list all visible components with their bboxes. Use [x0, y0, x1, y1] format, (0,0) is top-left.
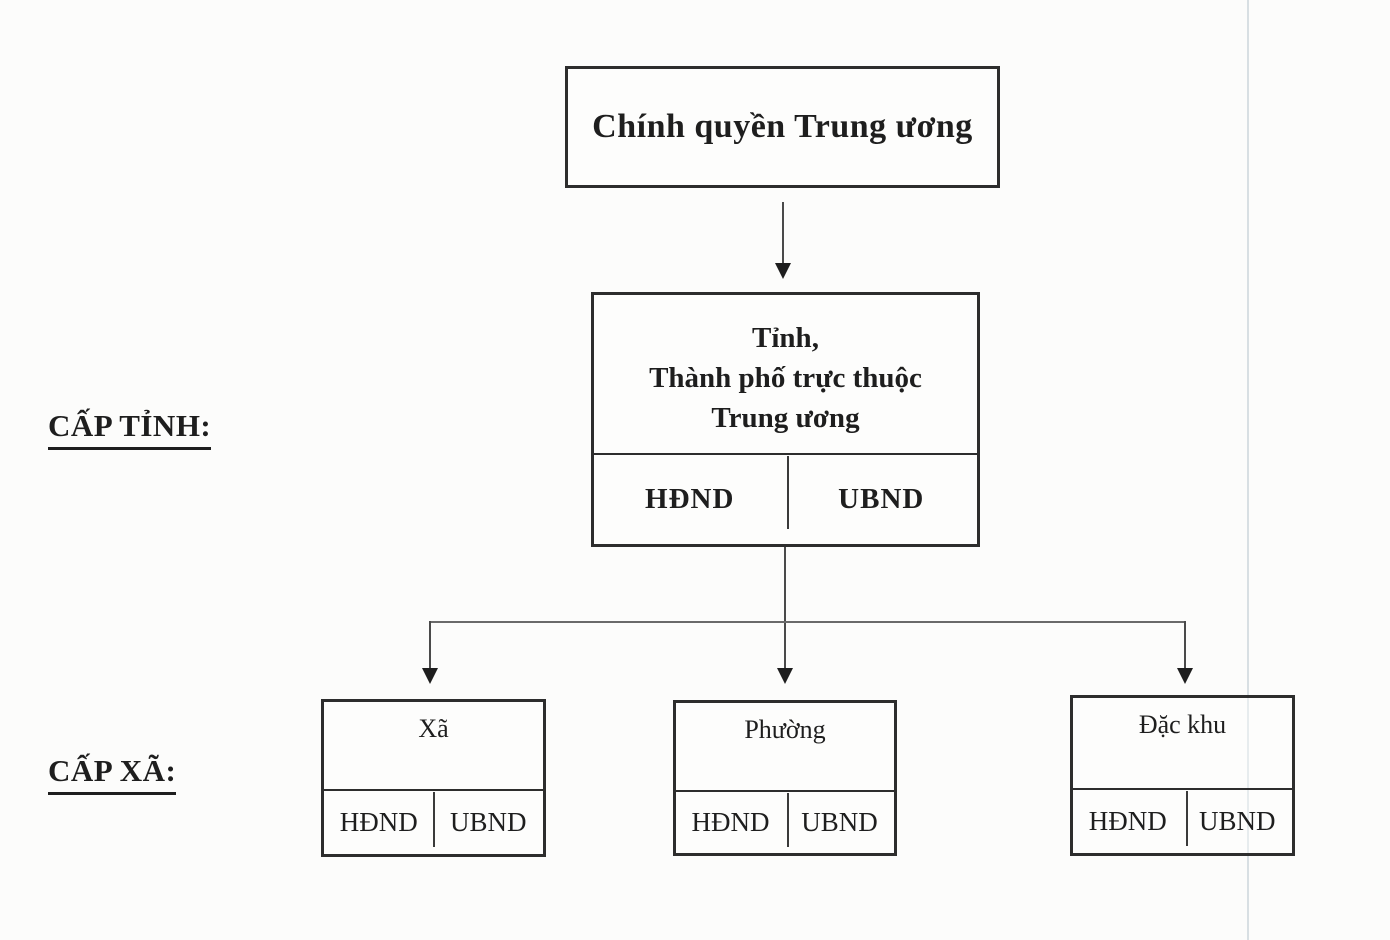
- commune-ubnd-cell: UBND: [449, 807, 527, 837]
- commune-box-cells: HĐND UBND: [1073, 790, 1292, 853]
- commune-cell-divider: [1186, 791, 1188, 846]
- commune-box-name: Đặc khu: [1138, 710, 1227, 739]
- commune-box-divider: [676, 790, 894, 792]
- province-ubnd-cell: UBND: [838, 483, 925, 515]
- commune-box-cells: HĐND UBND: [324, 791, 543, 854]
- province-name-line-2: Thành phố trực thuộc: [649, 362, 922, 394]
- commune-hdnd-cell: HĐND: [691, 807, 770, 837]
- connector-branch-horizontal: [429, 621, 1186, 623]
- commune-box-name: Phường: [744, 715, 826, 744]
- arrowhead-down-icon: [1177, 668, 1193, 684]
- province-box-divider: [594, 453, 977, 455]
- commune-box-cells: HĐND UBND: [676, 792, 894, 853]
- province-level-label: CẤP TỈNH:: [48, 408, 212, 450]
- province-box: Tỉnh, Thành phố trực thuộc Trung ương HĐ…: [591, 292, 980, 547]
- commune-hdnd-cell: HĐND: [339, 807, 418, 837]
- scan-artifact-line: [1247, 0, 1249, 940]
- commune-level-label-text: CẤP XÃ:: [48, 753, 177, 788]
- province-level-label-text: CẤP TỈNH:: [48, 408, 212, 443]
- province-name-line-1: Tỉnh,: [752, 322, 819, 354]
- province-name-line-3: Trung ương: [711, 402, 860, 434]
- commune-ubnd-cell: UBND: [801, 807, 878, 837]
- commune-box-phuong: Phường HĐND UBND: [673, 700, 897, 856]
- arrowhead-down-icon: [422, 668, 438, 684]
- commune-box-name: Xã: [418, 714, 449, 743]
- province-cell-divider: [787, 456, 789, 529]
- arrowhead-down-icon: [777, 668, 793, 684]
- arrowhead-down-icon: [775, 263, 791, 279]
- commune-ubnd-cell: UBND: [1198, 806, 1276, 836]
- connector-province-stem: [784, 547, 786, 670]
- central-government-box: Chính quyền Trung ương: [565, 66, 1000, 188]
- commune-box-divider: [1073, 788, 1292, 790]
- commune-cell-divider: [787, 793, 789, 847]
- commune-box-xa: Xã HĐND UBND: [321, 699, 546, 857]
- commune-box-divider: [324, 789, 543, 791]
- connector-central-to-province: [782, 202, 784, 266]
- commune-level-label: CẤP XÃ:: [48, 753, 177, 795]
- commune-box-dac-khu: Đặc khu HĐND UBND: [1070, 695, 1295, 856]
- central-government-label: Chính quyền Trung ương: [592, 108, 973, 145]
- province-box-cells: HĐND UBND: [594, 455, 977, 544]
- connector-branch-left: [429, 621, 431, 670]
- province-hdnd-cell: HĐND: [645, 483, 735, 515]
- connector-branch-right: [1184, 621, 1186, 670]
- commune-hdnd-cell: HĐND: [1088, 806, 1167, 836]
- province-box-name: Tỉnh, Thành phố trực thuộc Trung ương: [594, 295, 977, 457]
- commune-cell-divider: [433, 792, 435, 847]
